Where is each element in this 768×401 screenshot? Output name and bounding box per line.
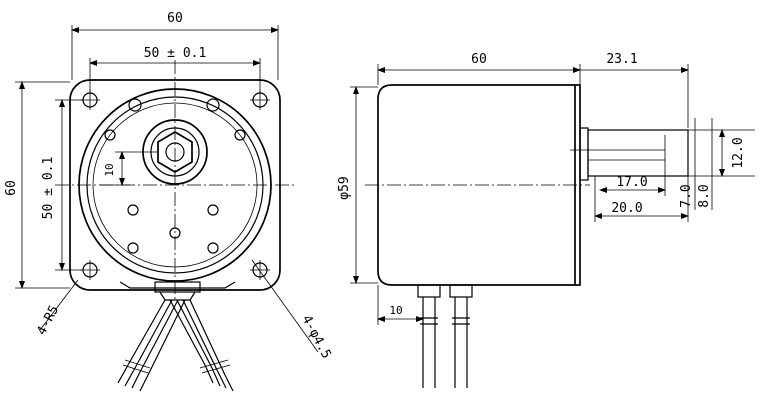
dim-side-body-length: 60 — [377, 52, 581, 85]
dim-side-body-length-label: 60 — [471, 52, 487, 67]
dim-side-flat-length: 17.0 — [599, 160, 666, 196]
dim-front-hole-spacing: 50 ± 0.1 — [89, 46, 261, 93]
dim-side-lead-offset-label: 10 — [389, 304, 402, 317]
terminal-leads — [417, 284, 473, 388]
dim-front-width: 60 — [71, 11, 279, 80]
dim-side-shaft-flat-span-label: 20.0 — [611, 201, 642, 216]
motor-body — [377, 84, 581, 286]
dim-front-hole-spacing-label: 50 ± 0.1 — [144, 46, 207, 61]
motor-flange — [579, 127, 589, 181]
dim-side-diameter-label: φ59 — [337, 176, 352, 199]
dim-side-lead-offset: 10 — [377, 285, 424, 325]
dim-front-height: 60 — [4, 81, 70, 289]
corner-radius-label: 4-R5 — [34, 303, 62, 338]
dim-front-hole-spacing-y: 50 ± 0.1 — [41, 99, 83, 271]
dim-side-shaft-diameter-label: 12.0 — [731, 137, 746, 168]
lead-out-block — [119, 281, 236, 301]
dim-side-shaft-length-label: 23.1 — [606, 52, 637, 67]
front-view: 60 50 ± 0.1 60 50 ± 0.1 10 — [4, 11, 334, 392]
dim-side-flat-depth-label: 7.0 — [679, 184, 694, 207]
dim-side-flat-length-label: 17.0 — [616, 175, 647, 190]
face-holes — [104, 98, 246, 254]
dim-front-hub-label: 10 — [103, 163, 116, 176]
side-view: 60 23.1 φ59 12.0 17.0 — [337, 52, 755, 388]
dim-side-shaft-flat-span: 20.0 — [594, 176, 689, 222]
output-shaft — [570, 129, 689, 177]
dim-side-shaft-diameter: 12.0 — [688, 129, 755, 177]
mount-hole-label: 4-φ4.5 — [298, 313, 333, 362]
dim-side-flat-depth: 7.0 8.0 — [679, 118, 713, 210]
dim-front-height-label: 60 — [4, 180, 19, 196]
dim-front-hub: 10 — [100, 151, 158, 186]
dim-side-shaft-length: 23.1 — [580, 52, 689, 128]
leader-corner-radius: 4-R5 — [34, 279, 79, 338]
dim-side-diameter: φ59 — [337, 86, 378, 284]
wire-leads — [117, 299, 234, 392]
dim-front-hole-spacing-y-label: 50 ± 0.1 — [41, 157, 56, 220]
dim-side-flat-depth-2-label: 8.0 — [697, 184, 712, 207]
dim-front-width-label: 60 — [167, 11, 183, 26]
